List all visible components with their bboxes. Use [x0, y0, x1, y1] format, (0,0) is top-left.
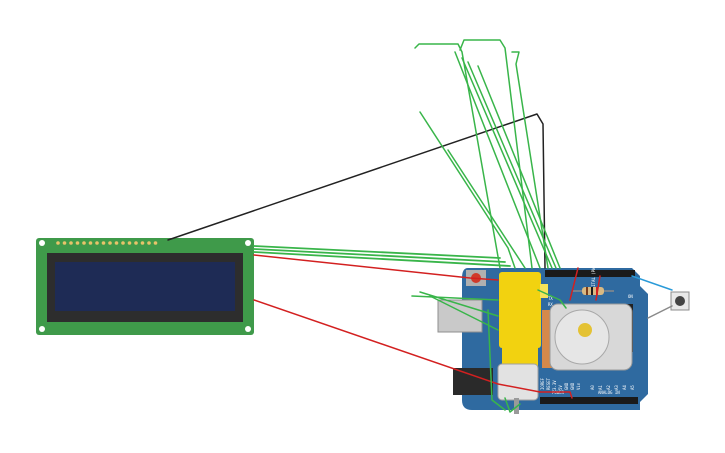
pin-label-5v: 5V — [558, 385, 563, 390]
wire-green[interactable] — [419, 291, 499, 317]
pin-label-gnd-2: GND — [570, 382, 575, 390]
wire-green[interactable] — [429, 295, 499, 331]
pin-label-gnd-1: GND — [564, 382, 569, 390]
wire-red[interactable] — [253, 299, 541, 393]
lcd-header-pin[interactable] — [121, 241, 125, 245]
wires[interactable] — [167, 39, 673, 413]
wire-green[interactable] — [411, 295, 499, 301]
pushbutton-cap[interactable] — [675, 296, 685, 306]
pushbutton[interactable] — [670, 291, 690, 311]
lcd-mount-hole — [39, 326, 45, 332]
wire-red[interactable] — [569, 267, 579, 301]
lcd-header-pin[interactable] — [114, 241, 119, 245]
lcd-module[interactable] — [36, 238, 254, 335]
wire-black[interactable] — [167, 113, 546, 269]
pin-label-ioref: IOREF — [540, 377, 545, 390]
wire-green[interactable] — [447, 149, 526, 269]
pin-label-a0: A0 — [590, 385, 595, 390]
analog-header[interactable] — [590, 397, 638, 404]
lcd-header-pin[interactable] — [56, 241, 60, 245]
wire-green[interactable] — [253, 245, 501, 259]
wire-green[interactable] — [459, 39, 533, 269]
wire-green[interactable] — [537, 289, 567, 309]
on-label: ON — [628, 294, 633, 299]
lcd-header-pin[interactable] — [134, 241, 138, 245]
wire-green[interactable] — [487, 309, 506, 411]
lcd-mount-hole — [245, 240, 251, 246]
lcd-mount-hole — [39, 240, 45, 246]
digital-header[interactable] — [545, 270, 635, 277]
wire-red[interactable] — [253, 254, 499, 281]
lcd-header-pin[interactable] — [69, 241, 73, 245]
pin-label-a5: A5 — [630, 385, 635, 390]
lcd-header-pin[interactable] — [127, 241, 132, 245]
dc-motor[interactable] — [542, 303, 633, 371]
pin-label-vin: Vin — [576, 382, 581, 390]
lcd-header-pin[interactable] — [62, 241, 67, 245]
wire-green[interactable] — [419, 111, 516, 269]
gear-motor-axle-housing — [540, 284, 548, 298]
tx-label: TX — [548, 296, 553, 301]
wire-green[interactable] — [467, 61, 557, 269]
power-pin-labels: IOREF RESET 3.3V 5V GND GND Vin — [540, 377, 581, 390]
lcd-screen — [55, 262, 235, 311]
lcd-header-pin[interactable] — [95, 241, 99, 245]
gear-motor[interactable] — [497, 272, 548, 414]
wire-green[interactable] — [504, 397, 521, 413]
wire-red[interactable] — [595, 275, 601, 301]
resistor-band — [586, 287, 588, 295]
lcd-header-pin[interactable] — [147, 241, 151, 245]
lcd-header-pin[interactable] — [108, 241, 112, 245]
power-jack[interactable] — [453, 368, 493, 395]
lcd-header-pin[interactable] — [75, 241, 80, 245]
lcd-header-pin[interactable] — [153, 241, 158, 245]
analog-label: ANALOG IN — [598, 390, 620, 395]
wire-green[interactable] — [477, 65, 561, 269]
lcd-header-pin[interactable] — [140, 241, 145, 245]
dc-motor-face — [554, 309, 610, 365]
lcd-mount-hole — [245, 326, 251, 332]
lcd-header-pin[interactable] — [88, 241, 93, 245]
lcd-header-pins[interactable] — [56, 241, 158, 245]
dc-motor-shaft-gear — [578, 323, 592, 337]
lcd-header-pin[interactable] — [82, 241, 86, 245]
rx-label: RX — [548, 302, 553, 307]
analog-pin-labels: A0 A1 A2 A3 A4 A5 — [590, 385, 635, 390]
wire-green[interactable] — [454, 51, 541, 269]
wire-gray[interactable] — [647, 305, 673, 319]
pin-label-reset: RESET — [546, 377, 551, 390]
digital-label: DIGITAL (PWM~) — [591, 260, 596, 294]
power-header[interactable] — [540, 397, 590, 404]
pin-label-a4: A4 — [622, 385, 627, 390]
pin-label-3v3: 3.3V — [552, 380, 557, 390]
pin-label-a2: A2 — [606, 385, 611, 390]
resistor-band — [591, 287, 593, 295]
lcd-header-pin[interactable] — [101, 241, 106, 245]
usb-port[interactable] — [437, 299, 483, 333]
gear-motor-can — [497, 363, 539, 401]
wire-green[interactable] — [461, 57, 553, 269]
wire-green[interactable] — [253, 251, 511, 267]
pin-label-a3: A3 — [614, 385, 619, 390]
wire-green[interactable] — [511, 51, 549, 269]
wire-blue[interactable] — [631, 275, 673, 291]
wire-red[interactable] — [539, 391, 573, 399]
pin-label-a1: A1 — [598, 385, 603, 390]
wire-green[interactable] — [253, 248, 506, 263]
wire-green[interactable] — [414, 43, 501, 269]
gear-motor-body — [499, 272, 541, 348]
